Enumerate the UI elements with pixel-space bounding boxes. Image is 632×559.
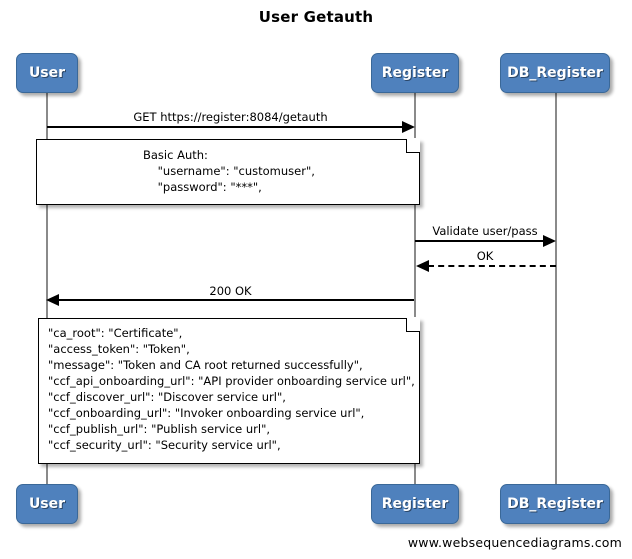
note-response-line-8: "ccf_security_url": "Security service ur… [48, 438, 281, 452]
note-basic-auth-line-3: "password": "***", [143, 180, 262, 194]
note-response-line-5: "ccf_discover_url": "Discover service ur… [48, 390, 286, 404]
actor-db-register-bottom[interactable]: DB_Register [500, 484, 610, 524]
note-response-line-6: "ccf_onboarding_url": "Invoker onboardin… [48, 406, 365, 420]
message-ok-arrowhead [416, 260, 429, 272]
message-ok-line [428, 265, 556, 267]
note-response-payload: "ca_root": "Certificate", "access_token"… [38, 317, 420, 464]
actor-register-bottom[interactable]: Register [371, 484, 459, 524]
message-200-ok-label: 200 OK [209, 284, 252, 298]
note-fold-icon [406, 317, 420, 332]
actor-user-bottom-label: User [28, 496, 66, 512]
message-get-auth-arrowhead [402, 121, 415, 133]
message-validate-arrowhead [543, 235, 556, 247]
note-response-line-7: "ccf_publish_url": "Publish service url"… [48, 422, 271, 436]
actor-db-register-top-label: DB_Register [507, 65, 603, 81]
actor-user-top[interactable]: User [16, 53, 78, 93]
note-response-payload-body: "ca_root": "Certificate", "access_token"… [39, 319, 419, 459]
note-basic-auth: Basic Auth: "username": "customuser", "p… [36, 138, 420, 205]
actor-register-bottom-label: Register [381, 496, 449, 512]
note-basic-auth-body: Basic Auth: "username": "customuser", "p… [37, 140, 419, 201]
note-response-line-4: "ccf_api_onboarding_url": "API provider … [48, 374, 415, 388]
note-response-line-1: "ca_root": "Certificate", [48, 326, 183, 340]
message-validate-label: Validate user/pass [432, 224, 538, 238]
message-200-ok-arrowhead [46, 294, 59, 306]
actor-register-top[interactable]: Register [371, 53, 459, 93]
actor-db-register-top[interactable]: DB_Register [500, 53, 610, 93]
message-get-auth-label: GET https://register:8084/getauth [133, 110, 328, 124]
message-validate-line [415, 240, 544, 242]
lifeline-db-register [555, 93, 557, 488]
note-response-line-2: "access_token": "Token", [48, 342, 190, 356]
message-get-auth-line [47, 126, 403, 128]
actor-user-top-label: User [28, 65, 66, 81]
actor-user-bottom[interactable]: User [16, 484, 78, 524]
actor-db-register-bottom-label: DB_Register [507, 496, 603, 512]
note-response-line-3: "message": "Token and CA root returned s… [48, 358, 363, 372]
lifeline-register [414, 93, 416, 488]
message-200-ok-line [58, 299, 414, 301]
actor-register-top-label: Register [381, 65, 449, 81]
message-ok-label: OK [476, 249, 494, 263]
note-fold-icon [406, 138, 420, 153]
page-title: User Getauth [258, 8, 374, 26]
note-basic-auth-line-2: "username": "customuser", [143, 164, 315, 178]
lifeline-user [46, 93, 48, 488]
watermark-footer: www.websequencediagrams.com [407, 535, 622, 550]
note-basic-auth-line-1: Basic Auth: [143, 148, 208, 162]
